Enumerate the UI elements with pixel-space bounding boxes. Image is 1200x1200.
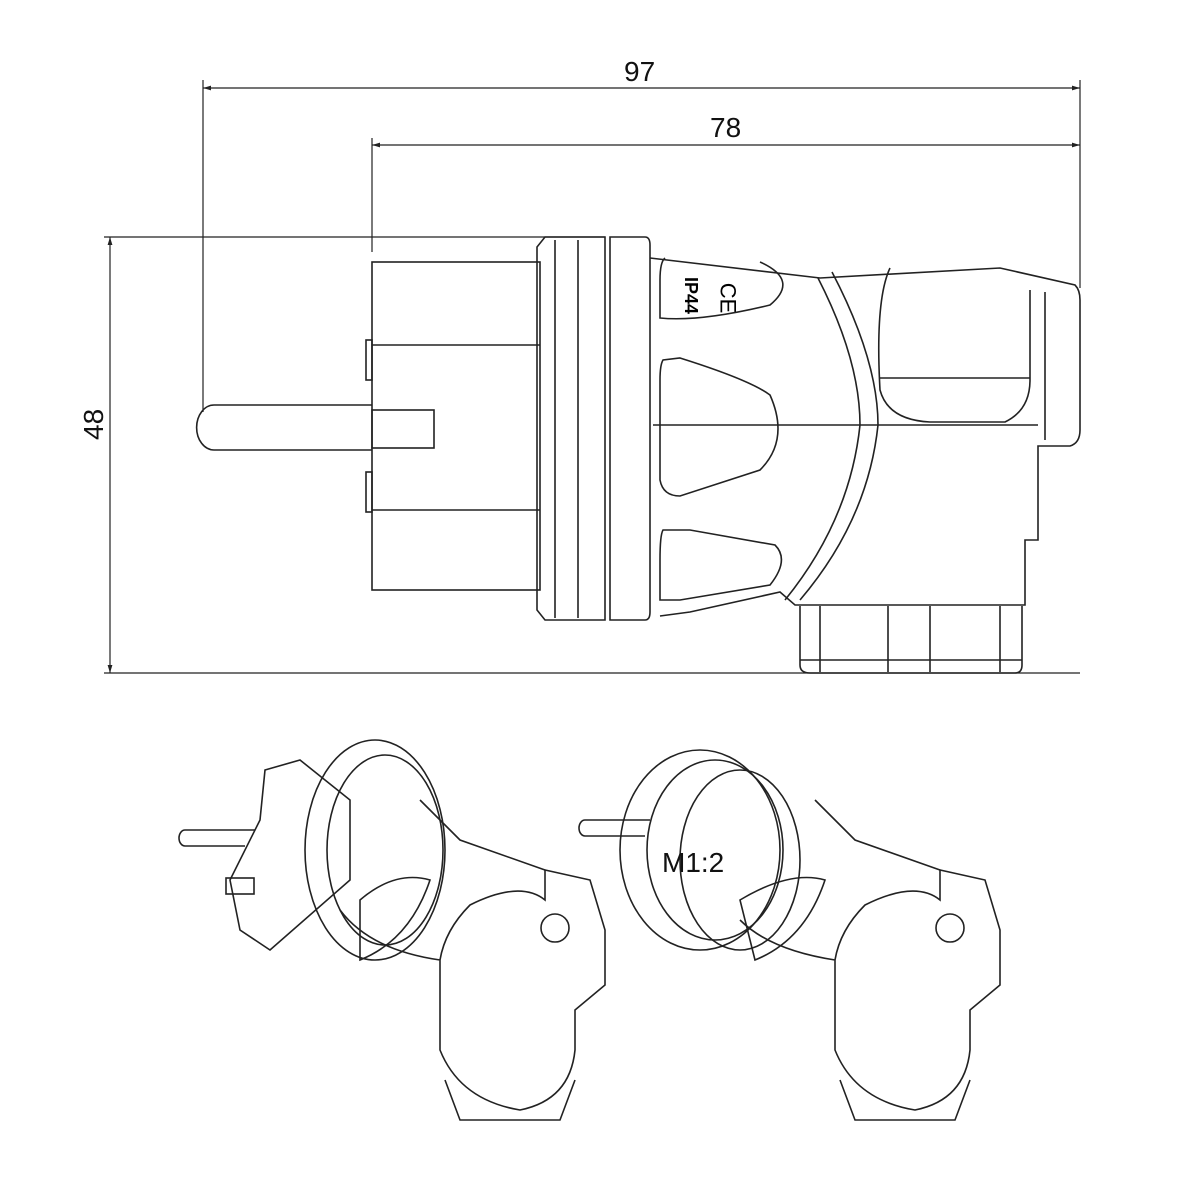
plug-isometric-view-1	[178, 739, 606, 1121]
ce-mark: CE	[715, 282, 741, 314]
scale-label: M1:2	[662, 847, 725, 878]
dim-48-label: 48	[78, 408, 109, 440]
ip-rating-mark: IP44	[681, 276, 702, 315]
plug-face	[371, 261, 541, 591]
housing	[649, 257, 1081, 617]
dim-78-label: 78	[710, 112, 742, 143]
plug-isometric-view-2	[578, 749, 1001, 1121]
earth-pin	[195, 404, 372, 451]
cable-gland	[799, 606, 1023, 674]
plug-side-view	[195, 236, 1081, 674]
dimension-lines	[104, 80, 1081, 674]
dim-97-label: 97	[624, 56, 656, 87]
ce-ip-label-area	[659, 357, 779, 497]
